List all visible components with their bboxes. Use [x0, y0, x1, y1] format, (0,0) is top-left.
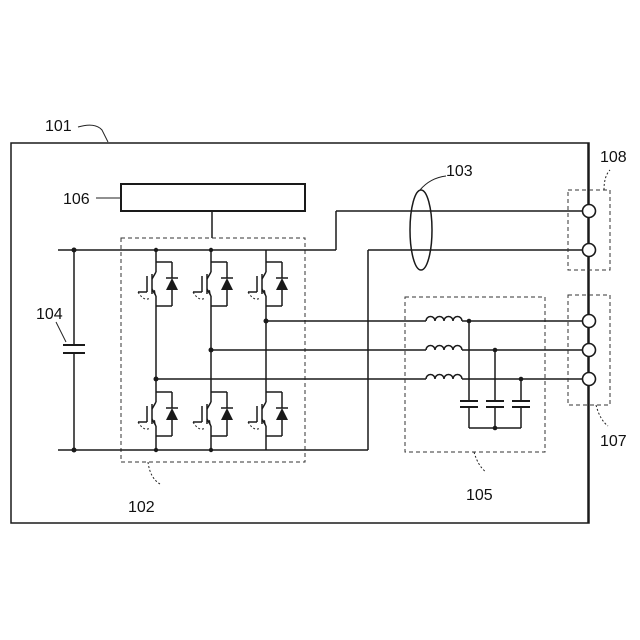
switch-upper-w: [248, 262, 288, 306]
filter-cap-v: [486, 401, 504, 407]
switch-upper-v: [193, 262, 233, 306]
switch-lower-w: [248, 392, 288, 436]
label-output-lines: 103: [446, 163, 473, 180]
housing-frame: [11, 143, 589, 523]
phase-lines: [154, 319, 427, 382]
dc-terminal-positive: [583, 205, 596, 218]
inductor-u: [426, 317, 462, 322]
output-lines-loop: [410, 190, 432, 270]
label-inverter: 102: [128, 499, 155, 516]
dc-terminal-negative: [583, 244, 596, 257]
label-capacitor: 104: [36, 306, 63, 323]
housing-leader: [78, 125, 108, 142]
inductor-w: [426, 375, 462, 380]
label-dc-terminals: 108: [600, 149, 627, 166]
dc-bus: [58, 211, 588, 453]
label-housing: 101: [45, 118, 72, 135]
dc-link-capacitor: [63, 250, 85, 450]
label-ac-terminals: 107: [600, 433, 627, 450]
ac-terminal-u: [583, 315, 596, 328]
switch-upper-u: [138, 262, 178, 306]
label-filter: 105: [466, 487, 493, 504]
ac-terminal-w: [583, 373, 596, 386]
inductor-v: [426, 346, 462, 351]
filter-wiring: [462, 319, 588, 431]
switch-lower-u: [138, 392, 178, 436]
ac-terminal-v: [583, 344, 596, 357]
filter-cap-w: [512, 401, 530, 407]
controller-box: [121, 184, 305, 211]
label-controller: 106: [63, 191, 90, 208]
switch-lower-v: [193, 392, 233, 436]
filter-cap-u: [460, 401, 478, 407]
